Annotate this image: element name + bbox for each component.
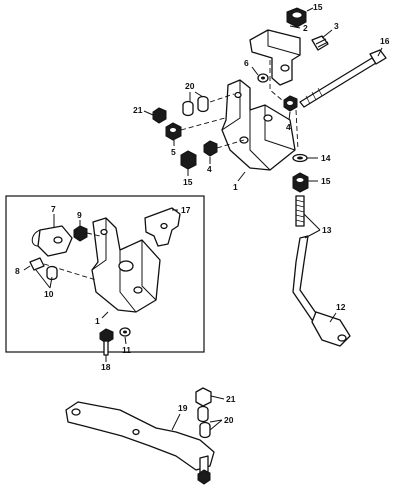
callout-15-left: 15 [183,177,193,187]
lever-7 [31,225,73,257]
nut-15-right [292,172,309,193]
callout-4-lower: 4 [207,164,212,174]
callout-1-upper: 1 [233,182,238,192]
washer-14 [292,153,308,163]
bolt-18 [99,328,114,356]
callout-10: 10 [44,289,54,299]
shift-rod-12 [292,235,351,347]
pin-8 [29,257,45,271]
callout-6: 6 [244,58,249,68]
callout-7: 7 [51,204,56,214]
bracket-2 [249,29,301,86]
inset-box [5,195,205,353]
nut-4-lower [203,140,218,157]
callout-20-lower: 20 [224,415,234,425]
nut-5 [165,122,182,141]
callout-15-right: 15 [321,176,331,186]
callout-17: 17 [181,205,191,215]
screw-3 [311,35,329,51]
callout-11: 11 [122,345,131,355]
callout-15-top: 15 [313,2,323,12]
washer-6 [257,73,269,83]
nut-21-upper [152,107,167,124]
clip-17 [144,207,181,247]
washer-11 [119,327,131,337]
callout-12: 12 [336,302,346,312]
leader-lines [23,7,383,431]
lever-bracket-1 [221,79,296,171]
nut-4-upper [283,95,298,112]
lever-plate-19 [65,401,215,485]
callout-3: 3 [334,21,339,31]
callout-19: 19 [178,403,188,413]
callout-4-upper: 4 [286,122,291,132]
stud-13 [295,195,305,227]
callout-21-lower: 21 [226,394,236,404]
lever-bracket-1-inset [91,217,161,313]
nut-9 [73,225,88,242]
bushings-20-lower [197,405,211,439]
callout-2: 2 [303,23,308,33]
lower-assembly [65,387,215,485]
upper-assembly [152,7,387,347]
nut-21-lower [195,387,212,407]
callout-5: 5 [171,147,176,157]
callout-13: 13 [322,225,332,235]
callout-labels: 15 2 3 16 6 20 21 4 5 4 15 1 14 15 13 12… [15,2,390,425]
callout-9: 9 [77,210,82,220]
nut-15-left [180,150,197,170]
callout-16: 16 [380,36,390,46]
bushings-20-upper [182,95,209,117]
callout-8: 8 [15,266,20,276]
callout-21-upper: 21 [133,105,143,115]
callout-18: 18 [101,362,111,372]
callout-1-inset: 1 [95,316,100,326]
rod-16 [299,49,387,108]
nut-15-top [286,7,307,28]
callout-14: 14 [321,153,331,163]
callout-20-upper: 20 [185,81,195,91]
